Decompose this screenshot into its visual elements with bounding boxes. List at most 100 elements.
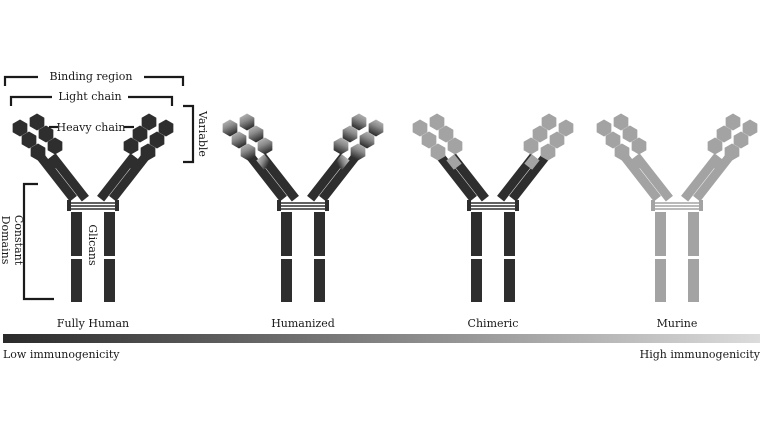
right-arm — [681, 113, 758, 202]
variable-domain-hexagon — [549, 131, 565, 149]
variable-domain-hexagon — [368, 119, 384, 137]
antibody-name-chimeric: Chimeric — [468, 317, 519, 330]
variable-domain-hexagon — [21, 131, 37, 149]
left-arm — [412, 113, 489, 202]
variable-domain-hexagon — [707, 137, 723, 155]
variable-domain-hexagon — [351, 113, 367, 131]
variable-domain-hexagon — [412, 119, 428, 137]
antibody-chimeric — [412, 113, 574, 302]
variable-domain-hexagon — [257, 137, 273, 155]
variable-bracket — [183, 104, 195, 164]
right-arm — [97, 113, 174, 202]
constant-domain — [314, 259, 325, 302]
variable-domain-hexagon — [540, 143, 556, 161]
hinge-cap — [699, 200, 703, 211]
variable-domain-hexagon — [605, 131, 621, 149]
arm-constant-outer — [246, 153, 287, 202]
constant-domain — [71, 212, 82, 256]
variable-link — [708, 154, 724, 170]
variable-link — [46, 154, 62, 170]
antibody-humanized — [222, 113, 384, 302]
annotation-binding-region: Binding region — [3, 68, 185, 86]
arm-constant-outer — [36, 153, 77, 202]
antibody-fully-human — [12, 113, 174, 302]
antibody-murine — [596, 113, 758, 302]
variable-link — [524, 154, 540, 170]
left-arm — [596, 113, 673, 202]
annotation-constant-domains: Constant Domains — [0, 182, 54, 301]
constant-domain — [688, 212, 699, 256]
variable-domain-hexagon — [141, 113, 157, 131]
hinge-cap — [651, 200, 655, 211]
variable-domain-hexagon — [222, 119, 238, 137]
hinge-cap — [515, 200, 519, 211]
annotation-variable: Variable — [183, 104, 209, 164]
antibody-name-murine: Murine — [657, 317, 698, 330]
variable-domain-hexagon — [30, 143, 46, 161]
variable-link — [630, 154, 646, 170]
constant-domain — [655, 259, 666, 302]
variable-domain-hexagon — [350, 143, 366, 161]
variable-link — [446, 154, 462, 170]
variable-domain-hexagon — [29, 113, 45, 131]
arm-constant-outer — [109, 153, 150, 202]
variable-domain-hexagon — [724, 143, 740, 161]
variable-link — [334, 154, 350, 170]
variable-label: Variable — [196, 110, 209, 157]
variable-link — [124, 154, 140, 170]
variable-domain-hexagon — [158, 119, 174, 137]
arm-constant-outer — [509, 153, 550, 202]
low-immunogenicity-label: Low immunogenicity — [3, 348, 120, 361]
constant-domain — [688, 259, 699, 302]
variable-domain-hexagon — [47, 137, 63, 155]
variable-domain-hexagon — [596, 119, 612, 137]
left-arm — [12, 113, 89, 202]
annotation-heavy-chain: Heavy chain — [49, 121, 134, 134]
variable-domain-hexagon — [421, 131, 437, 149]
constant-domain — [471, 259, 482, 302]
constant-domain — [655, 212, 666, 256]
light-chain-label: Light chain — [58, 90, 121, 103]
arm-constant-outer — [319, 153, 360, 202]
variable-link — [256, 154, 272, 170]
hinge-cap — [467, 200, 471, 211]
arm-constant-outer — [436, 153, 477, 202]
constant-domain — [281, 212, 292, 256]
antibody-name-humanized: Humanized — [271, 317, 335, 330]
variable-domain-hexagon — [12, 119, 28, 137]
domains-label: Domains — [0, 216, 12, 265]
constant-label: Constant — [12, 215, 25, 266]
variable-domain-hexagon — [622, 125, 638, 143]
variable-domain-hexagon — [438, 125, 454, 143]
immunogenicity-gradient-bar — [3, 334, 760, 343]
hinge-cap — [67, 200, 71, 211]
left-arm — [222, 113, 299, 202]
constant-domain — [504, 212, 515, 256]
variable-domain-hexagon — [725, 113, 741, 131]
variable-domain-hexagon — [123, 137, 139, 155]
hinge-cap — [115, 200, 119, 211]
variable-domain-hexagon — [430, 143, 446, 161]
constant-domain — [104, 259, 115, 302]
annotation-light-chain: Light chain — [9, 88, 174, 106]
variable-domain-hexagon — [716, 125, 732, 143]
constant-domain — [71, 259, 82, 302]
variable-domain-hexagon — [140, 143, 156, 161]
binding-region-label: Binding region — [50, 70, 133, 83]
constant-domain — [281, 259, 292, 302]
variable-domain-hexagon — [558, 119, 574, 137]
variable-domain-hexagon — [240, 143, 256, 161]
variable-domain-hexagon — [631, 137, 647, 155]
variable-domain-hexagon — [614, 143, 630, 161]
variable-domain-hexagon — [541, 113, 557, 131]
antibody-group — [12, 113, 758, 302]
constant-domain — [104, 212, 115, 256]
right-arm — [497, 113, 574, 202]
hinge-cap — [325, 200, 329, 211]
right-arm — [307, 113, 384, 202]
constant-domain — [471, 212, 482, 256]
variable-domain-hexagon — [733, 131, 749, 149]
variable-domain-hexagon — [613, 113, 629, 131]
antibody-name-fully-human: Fully Human — [57, 317, 129, 330]
